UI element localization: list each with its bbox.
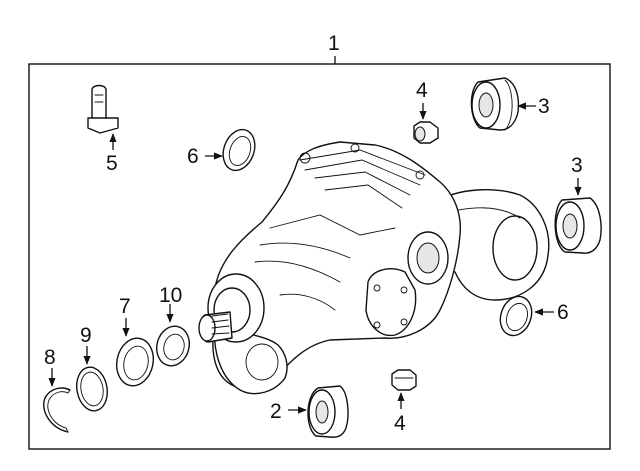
spacer-ring-part [76,366,108,412]
plug-top-part [413,121,439,144]
callout-seal-right: 6 [557,301,569,324]
seal-right-part [499,295,533,337]
flange-seal-part [156,325,190,367]
differential-housing [198,141,550,395]
callout-mount-top-right: 3 [538,95,550,118]
assembly-frame [28,63,611,450]
callout-mount-right: 3 [571,154,583,177]
sensor-part [87,84,119,134]
callout-snap-ring: 8 [44,346,56,369]
mount-bottom-part [307,385,349,438]
snap-ring-part [43,387,71,433]
mount-top-right-part [470,77,520,131]
callout-mount-bottom: 2 [270,400,282,423]
callout-assembly: 1 [328,32,340,55]
callout-seal-pinion: 7 [119,295,131,318]
callout-sensor: 5 [106,152,118,175]
callout-flange-seal: 10 [159,284,182,307]
callout-plug-top: 4 [416,79,428,102]
callout-spacer-ring: 9 [80,324,92,347]
mount-right-part [554,197,602,254]
seal-left-part [222,128,256,172]
callout-seal-left: 6 [187,145,199,168]
callout-plug-bottom: 4 [394,412,406,435]
plug-bottom-part [391,369,417,391]
seal-pinion-part [115,337,155,387]
